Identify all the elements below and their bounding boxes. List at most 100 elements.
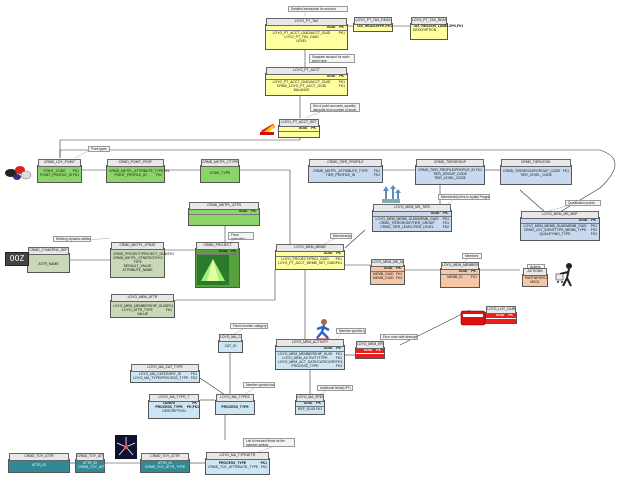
entity-crmd-toy-attr-1[interactable]: CRMD_TOY_ATTR ATTR_ID [8,453,70,473]
key: FK4 [335,364,342,368]
entity-title: CRMD_CYMATRIX_DEF [28,247,69,255]
entity-title: LOYO_PT_TAX_REASON [411,17,447,25]
pencils-icon [260,123,276,135]
key [436,28,445,32]
field: CRMD_TOY_ATTRIBUTE_TYPE [208,465,259,469]
field: PARTNER [525,276,541,280]
note-error-code: Error code with description [380,334,418,340]
key: FK1 [373,169,380,173]
key: FK1 [338,84,345,88]
field: ATTRIBUTE_NAME [122,268,153,272]
key [335,88,345,92]
entity-crmd-cymatrix-def[interactable]: CRMD_CYMATRIX_DEF ATTR_NAME [27,247,70,273]
key: FK2 [395,276,402,280]
pk-label: GUID [238,209,248,213]
entity-title: LOYO_MEM_MEMB [276,244,344,252]
key: PK1 [338,80,345,84]
field: ATTR_ID [83,461,97,465]
note-set-of-point-accounts: Set of point accounts, quantity depends … [310,103,360,112]
field: ATTR_ID [158,461,172,465]
pk-label: GUID [298,126,308,130]
note-member-special-maxes: Member special maxes [243,382,275,388]
entity-crmd-mktpl-ctype[interactable]: CRMD_MKTPL_CTYPE CODE_TYPE [200,159,240,183]
note-point-types: Point types [88,146,110,152]
entity-title: LOYO_MEM_ATTR [111,294,174,302]
field: LOYO_ATTR_TYPE [122,308,153,312]
firework-icon [115,435,137,459]
field: POINT_PROFILE_ID [114,173,147,177]
entity-title: LOYO_MEM_ERR_CODE [356,341,384,349]
key: FK1 [540,276,548,280]
field: CAT_ID [224,344,237,348]
entity-loyo-ma-cat[interactable]: LOYO_MA_CAT CAT_ID [218,334,243,353]
digital-display-icon: OOZ [5,252,29,266]
field: CRMD_TOY_ATTR_TYPE [144,465,186,469]
entity-title: CRMD_MKTPL_ATTR [189,202,259,210]
field: MEMB_GUID [373,276,394,280]
field: POINT_PROFILE_ID [40,173,73,177]
entity-loyo-ma-types[interactable]: LOYO_MA_TYPES PROCESS_TYPE [215,394,255,415]
entity-crmd-toy-attr-2[interactable]: CRMD_TOY_ATTR ATTR_ID CRMD_TOY_ATTR_TYPE [75,453,118,473]
entity-title: LOYO_MEM_ACTIVITY [276,339,344,347]
field: CRMD_TIER_LEVEL/TIER_LEVEL [380,225,434,229]
entity-title: LOYO_MA_SPECATTR [296,394,324,402]
entity-crmd-mktpl-strat[interactable]: CRMD_MKTPL_STRAT CRMD_PROJECT/PROJECT_GU… [110,242,174,278]
pk-flag: PK [316,401,321,405]
key: FK1 [590,232,597,236]
field: LANGU [162,401,176,405]
field: LOYO_PROJECT/PROJ_GUID [281,257,329,261]
entity-crmd-tierlevel[interactable]: CRMD_TIERLEVEL CRMD_TIERGROUP/GROUP_CODE… [500,159,572,185]
note-memberships: Memberships [330,233,352,239]
entity-title: CRMD_POINT_PROF [107,159,164,167]
entity-title: LOYO_MA_CAT_TYPE [131,364,199,372]
entity-loyo-pt-tax-reason[interactable]: LOYO_PT_TAX_REASON TAX_REASON_LABELSPK,F… [410,17,463,40]
field: CRMD_MKTPL_ATTRIBUTE_TYPE [109,169,164,173]
pk-label: GUID [363,348,373,352]
entity-crmd-tier-profile[interactable]: CRMD_TIER_PROFILE CRMD_MKTPL_ATTRIBUTE_T… [308,159,383,183]
note-relevant-fields: List of relevant fields for the member a… [243,438,295,447]
pk-flag: PK [591,218,596,222]
entity-crmd-toy-attr-3[interactable]: CRMD_TOY_ATTR ATTR_ID CRMD_TOY_ATTR_TYPE [140,453,190,473]
entity-title: LOYO_MA_TYPE_T [149,394,199,402]
pk-label: GUID [326,74,336,78]
note-additional-fields: Additional fields(UFF) [317,385,353,391]
field: BALANCE [293,88,310,92]
pk-flag: PK [396,266,401,270]
field: QUALIFYING_TYPE [539,232,571,236]
key: FK2 [156,256,163,260]
field: TAX_REASON_LABELS [413,24,452,28]
pk-flag: PK [311,126,316,130]
entity-crmd-tiergroup[interactable]: CRMD_TIERGROUP CRMD_TIER_PROFILE/PROFILE… [415,159,485,185]
field: CODE_TYPE [209,171,231,175]
field: MEMB_GUID [373,272,394,276]
red-card-icon [460,310,486,326]
entity-title: CRMD_TIERLEVEL [501,159,571,167]
key: FK1 [163,169,170,173]
pk-flag: PK [471,269,476,273]
entity-crmd-point-prof[interactable]: CRMD_POINT_PROF CRMD_MKTPL_ATTRIBUTE_TYP… [106,159,170,183]
key: FK1 [167,304,174,308]
field: CRMD_TOY_ATTR_TYPE [78,465,119,469]
field: LOYO_PT_ACCT_GUID/ACCT_GUID [272,31,331,35]
key: PK1 [442,217,449,221]
